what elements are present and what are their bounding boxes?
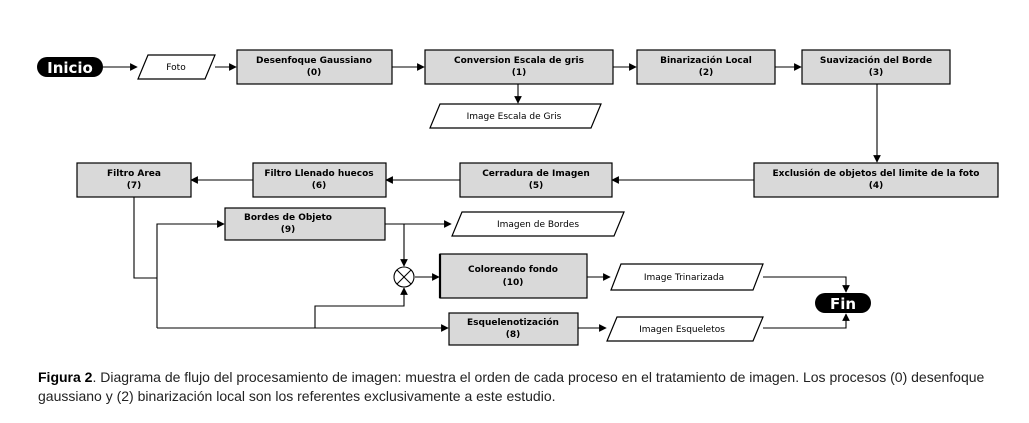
node-exclusion: Exclusión de objetos del limite de la fo… <box>753 162 999 198</box>
esqueleto-num: (8) <box>506 330 521 340</box>
coloreando-name: Coloreando fondo <box>468 265 558 275</box>
end-label: Fin <box>830 295 856 313</box>
esqueleto-name: Esquelenotización <box>467 317 559 328</box>
flowchart: Inicio Foto Desenfoque Gaussiano (0) Con… <box>37 49 999 346</box>
node-conversion: Conversion Escala de gris (1) <box>424 49 614 85</box>
desenfoque-num: (0) <box>307 68 322 78</box>
imagen-esqueletos-label: Imagen Esqueletos <box>639 325 725 335</box>
node-suavizacion: Suavización del Borde (3) <box>801 49 951 85</box>
desenfoque-name: Desenfoque Gaussiano <box>256 56 372 66</box>
suavizacion-name: Suavización del Borde <box>820 55 932 66</box>
node-imagen-esqueletos: Imagen Esqueletos <box>606 316 764 342</box>
image-trinarizada-label: Image Trinarizada <box>644 273 724 283</box>
node-desenfoque: Desenfoque Gaussiano (0) <box>236 49 393 85</box>
arrow-to-bordes <box>156 220 225 328</box>
connectors <box>103 63 881 332</box>
start-terminal: Inicio <box>37 57 103 77</box>
binarizacion-num: (2) <box>699 68 714 78</box>
filtro-llenado-num: (6) <box>312 181 327 191</box>
end-terminal: Fin <box>815 293 871 313</box>
cerradura-name: Cerradura de Imagen <box>482 169 590 179</box>
node-filtro-llenado: Filtro Llenado huecos (6) <box>252 162 387 198</box>
exclusion-num: (4) <box>869 181 884 191</box>
cerradura-num: (5) <box>529 181 544 191</box>
filtro-llenado-name: Filtro Llenado huecos <box>264 169 373 179</box>
merge-node <box>393 266 415 288</box>
node-image-gris: Image Escala de Gris <box>429 103 602 129</box>
foto-label: Foto <box>166 63 186 73</box>
arrow-to-merge-bottom <box>157 287 408 329</box>
arrow-esqueletos-fin <box>763 313 850 329</box>
node-coloreando: Coloreando fondo (10) <box>438 253 588 299</box>
node-esqueleto: Esquelenotización (8) <box>448 312 579 346</box>
arrow-trinarizada-fin <box>763 276 850 293</box>
bordes-num: (9) <box>281 225 296 235</box>
node-imagen-bordes: Imagen de Bordes <box>451 211 625 237</box>
image-gris-label: Image Escala de Gris <box>467 112 562 122</box>
line-area-down <box>133 197 157 279</box>
filtro-area-num: (7) <box>127 181 142 191</box>
node-filtro-area: Filtro Area (7) <box>76 162 192 198</box>
node-bordes: Bordes de Objeto (9) <box>224 207 386 241</box>
imagen-bordes-label: Imagen de Bordes <box>497 220 579 230</box>
figure-caption: Figura 2. Diagrama de flujo del procesam… <box>38 368 1003 406</box>
bordes-name: Bordes de Objeto <box>244 213 332 223</box>
exclusion-name: Exclusión de objetos del limite de la fo… <box>773 168 980 179</box>
arrow-bordes-merge <box>385 223 408 267</box>
node-binarizacion: Binarización Local (2) <box>636 49 776 85</box>
binarizacion-name: Binarización Local <box>660 55 752 66</box>
node-image-trinarizada: Image Trinarizada <box>610 263 764 291</box>
suavizacion-num: (3) <box>869 68 884 78</box>
node-cerradura: Cerradura de Imagen (5) <box>459 162 613 198</box>
caption-text: . Diagrama de flujo del procesamiento de… <box>38 369 985 404</box>
start-label: Inicio <box>47 59 93 77</box>
conversion-num: (1) <box>512 68 527 78</box>
coloreando-num: (10) <box>503 278 524 288</box>
filtro-area-name: Filtro Area <box>107 169 161 179</box>
node-foto: Foto <box>137 54 216 80</box>
conversion-name: Conversion Escala de gris <box>454 56 584 66</box>
caption-label: Figura 2 <box>38 369 93 385</box>
